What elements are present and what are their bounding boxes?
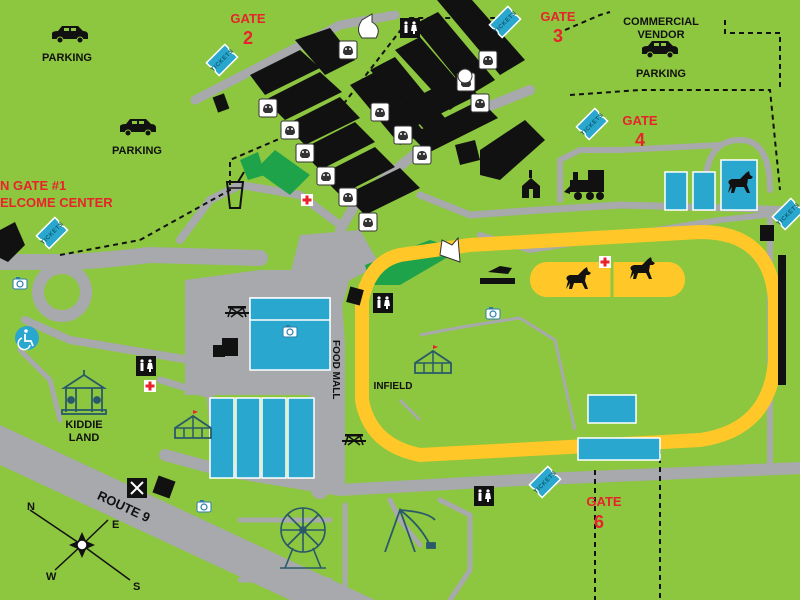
small-buildings — [152, 225, 786, 499]
horse-racer-icon — [488, 266, 512, 274]
gate-6-label: GATE — [586, 494, 621, 509]
vendor-label: COMMERCIAL — [623, 16, 699, 28]
compass-s: S — [133, 581, 140, 593]
infield-label: INFIELD — [374, 381, 413, 392]
dining-icon[interactable] — [127, 478, 147, 498]
welcome-center-label: ELCOME CENTER — [0, 195, 113, 210]
sheep-icon — [457, 68, 473, 84]
first-aid-icon[interactable] — [599, 256, 611, 268]
first-aid-icon[interactable] — [301, 194, 313, 206]
route-9-road — [0, 425, 375, 600]
gate-1-label: N GATE #1 — [0, 178, 66, 193]
welcome-center-building — [0, 222, 25, 262]
gate-3-number: 3 — [553, 26, 563, 46]
vendor-label: VENDOR — [637, 29, 684, 41]
accessible-icon[interactable] — [15, 326, 39, 351]
parking-label: PARKING — [112, 145, 162, 157]
restroom-icon[interactable] — [136, 356, 156, 376]
carousel-icon — [60, 370, 108, 415]
exhibit-halls — [209, 159, 758, 479]
food-mall-label: FOOD MALL — [330, 340, 341, 399]
gate-2-label: GATE — [230, 11, 265, 26]
garden-area — [255, 150, 310, 195]
drink-cup-icon — [225, 171, 245, 209]
kiddie-land-label: KIDDIE — [65, 419, 102, 431]
race-track — [355, 224, 782, 463]
goat-icon — [439, 236, 461, 263]
train-icon — [564, 170, 604, 200]
swing-ride-icon — [384, 507, 436, 553]
gate-4-label: GATE — [622, 113, 657, 128]
compass-n: N — [27, 501, 35, 513]
compass-rose-icon: N E S W — [27, 501, 140, 593]
gate-6-number: 6 — [594, 512, 604, 532]
gate-4-number: 4 — [635, 130, 645, 150]
restroom-icon[interactable] — [400, 18, 420, 38]
compass-w: W — [46, 571, 57, 583]
camera-icon[interactable] — [196, 499, 212, 513]
first-aid-icon[interactable] — [144, 380, 156, 392]
camera-icon[interactable] — [485, 306, 501, 320]
vendor-parking-label: PARKING — [636, 68, 686, 80]
gate-3-label: GATE — [540, 9, 575, 24]
chicken-icon — [358, 13, 379, 39]
restroom-icon[interactable] — [474, 486, 494, 506]
camera-icon[interactable] — [12, 276, 28, 290]
camera-icon[interactable] — [282, 324, 298, 338]
kiddie-land-label: LAND — [69, 432, 100, 444]
restroom-icon[interactable] — [373, 293, 393, 313]
compass-e: E — [112, 519, 119, 531]
parking-label: PARKING — [42, 52, 92, 64]
ferris-wheel-icon — [280, 507, 326, 569]
ticket-booth-icon[interactable]: TICKETS — [771, 197, 800, 231]
gate-2-number: 2 — [243, 28, 253, 48]
barn-icon — [522, 170, 540, 198]
